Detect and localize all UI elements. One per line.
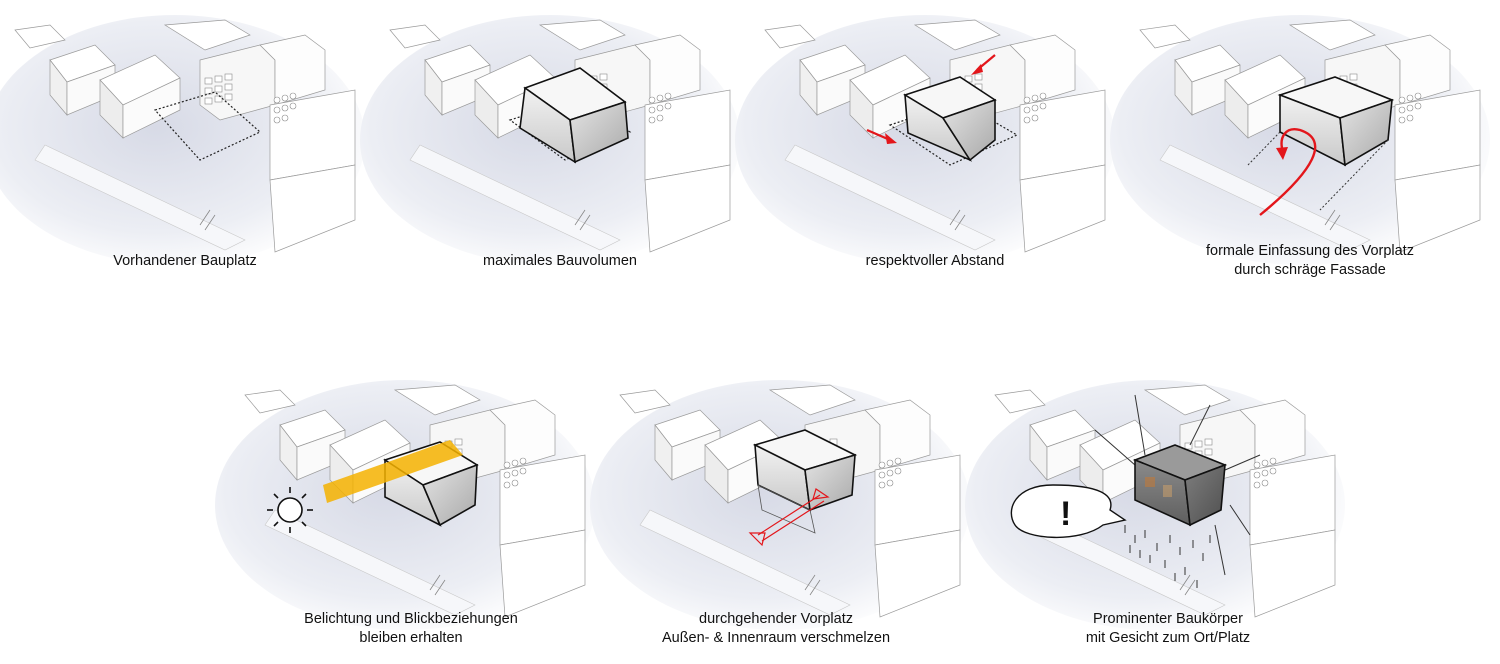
sun-icon [267, 487, 313, 533]
site-outline [153, 91, 262, 161]
building-volume [519, 67, 629, 164]
panel-max-volume [359, 14, 741, 275]
diagram-oblique-facade [1109, 14, 1491, 266]
panel-oblique-facade [1109, 14, 1491, 275]
building-volume [1277, 76, 1395, 167]
red-curved-arrow [1259, 128, 1317, 216]
diagram-continuous-plaza [589, 379, 971, 631]
caption-existing-site: Vorhandener Bauplatz [113, 253, 257, 269]
diagram-daylight [214, 379, 596, 631]
panel-respectful-distance [734, 14, 1116, 275]
caption-oblique-facade: formale Einfassung des Vorplatz durch sc… [1206, 243, 1414, 278]
building-volume [903, 76, 997, 162]
speech-bubble [1010, 484, 1127, 539]
panel-daylight [214, 379, 596, 640]
diagram-prominent-building: ! [964, 379, 1346, 631]
diagram-existing-site [0, 14, 366, 266]
double-arrow-red [748, 488, 830, 547]
red-arrows [866, 54, 996, 144]
sunlight-beam [323, 440, 463, 503]
caption-respectful-distance: respektvoller Abstand [865, 253, 1005, 269]
panel-prominent-building: ! [964, 379, 1346, 640]
caption-daylight: Belichtung und Blickbeziehungen bleiben … [304, 611, 518, 646]
exclamation-mark: ! [1060, 495, 1071, 533]
caption-max-volume: maximales Bauvolumen [483, 253, 637, 269]
panel-existing-site [0, 14, 366, 275]
caption-continuous-plaza: durchgehender Vorplatz Außen- & Innenrau… [661, 611, 891, 646]
caption-prominent-building: Prominenter Baukörper mit Gesicht zum Or… [1085, 611, 1251, 646]
people-crowd [1124, 525, 1211, 588]
plaza-guidelines [1247, 131, 1389, 211]
diagram-max-volume [359, 14, 741, 266]
view-lines [1094, 394, 1261, 576]
building-volume-facade [1132, 444, 1228, 527]
panel-continuous-plaza [589, 379, 971, 640]
diagram-respectful-distance [734, 14, 1116, 266]
